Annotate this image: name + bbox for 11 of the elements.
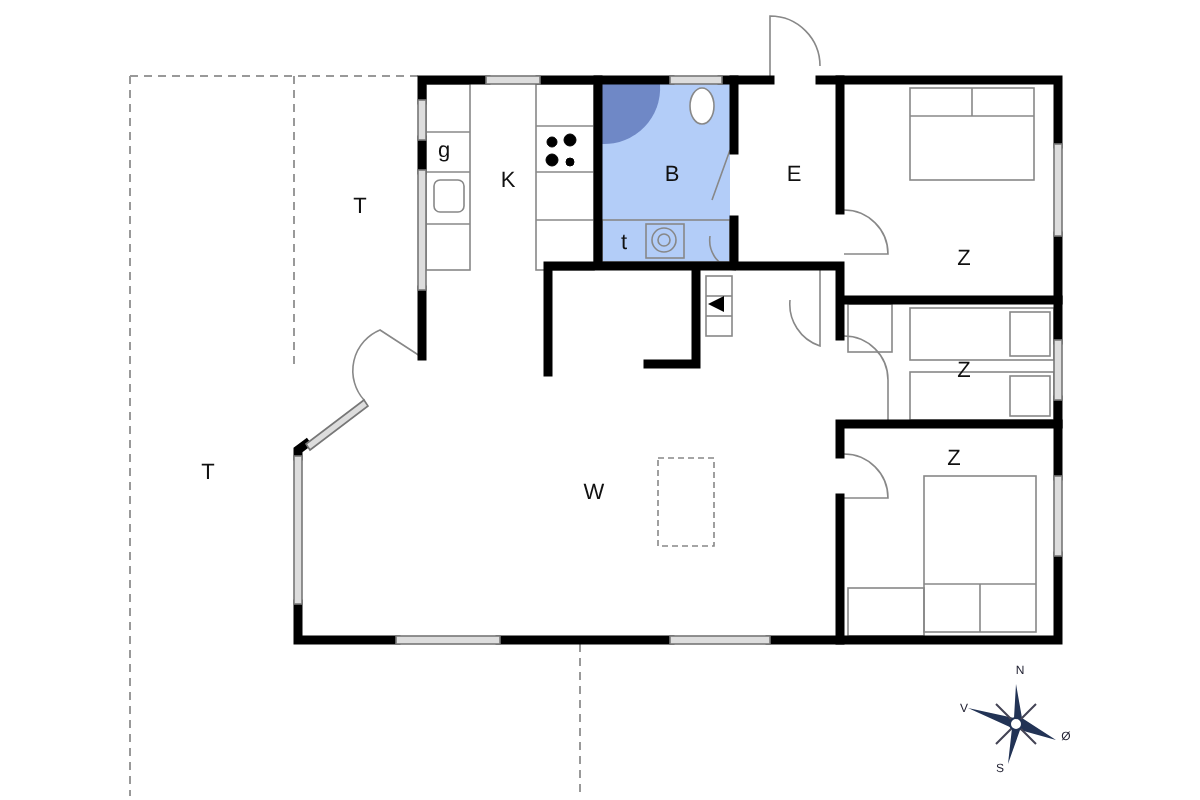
room-label: g xyxy=(437,141,451,163)
room-label: T xyxy=(353,197,367,219)
room-label: W xyxy=(583,483,605,505)
room-label: T xyxy=(201,463,215,485)
room-label: t xyxy=(620,233,628,255)
room-label: Z xyxy=(957,361,971,383)
room-label: E xyxy=(786,165,802,187)
room-label: B xyxy=(664,165,680,187)
room-label: Z xyxy=(957,249,971,271)
room-label: K xyxy=(500,171,516,193)
room-label: Z xyxy=(947,449,961,471)
